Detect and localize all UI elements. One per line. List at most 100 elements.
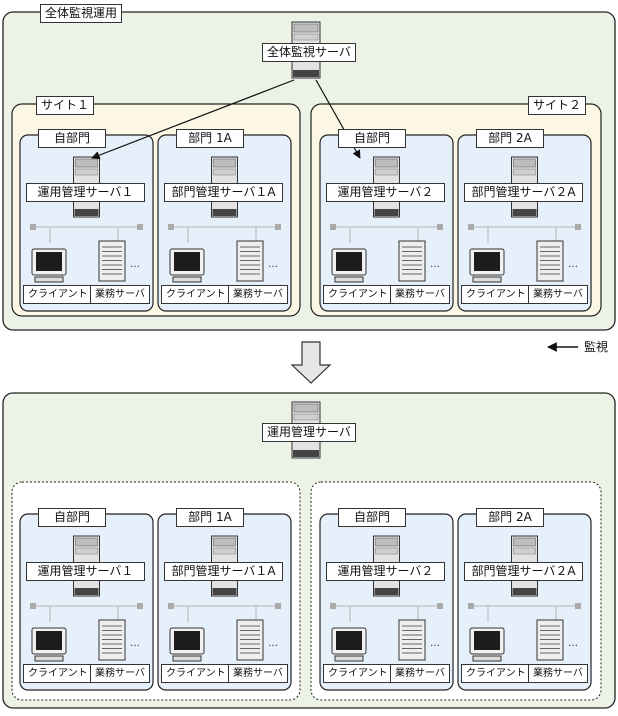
dept-label: 部門 2A: [476, 129, 544, 148]
desktop-computer-icon: [469, 248, 505, 283]
dept-label: 自部門: [38, 129, 106, 148]
dept-server-label: 部門管理サーバ１A: [164, 183, 283, 202]
client-label: クライアント: [461, 664, 531, 683]
legend-label: 監視: [584, 340, 609, 354]
network-node: [330, 603, 336, 609]
tower-bay: [75, 158, 98, 168]
more-ellipsis: …: [568, 259, 578, 270]
tower-bay: [213, 168, 236, 176]
dept-label: 部門 1A: [176, 508, 244, 527]
tower-bay: [213, 547, 236, 555]
monitor-screen: [336, 631, 362, 650]
dept-server-label: 運用管理サーバ２: [326, 183, 445, 202]
network-node: [30, 224, 36, 230]
dept-server-label: 部門管理サーバ２A: [464, 183, 583, 202]
dept-server-label: 運用管理サーバ２: [326, 562, 445, 581]
tower-bay: [213, 537, 236, 547]
tower-bay: [375, 537, 398, 547]
network-node: [168, 603, 174, 609]
tower-bay: [513, 547, 536, 555]
keyboard: [172, 655, 202, 662]
biz-server-label: 業務サーバ: [228, 285, 288, 304]
rack-server-icon: [536, 240, 564, 282]
tower-bay: [375, 158, 398, 168]
rack-server-icon: [98, 240, 126, 282]
dept-server-label: 部門管理サーバ１A: [164, 562, 283, 581]
network-node: [137, 603, 143, 609]
biz-server-label: 業務サーバ: [528, 285, 588, 304]
rack-server-icon: [398, 619, 426, 661]
site-label: サイト１: [36, 96, 95, 115]
monitor-screen: [336, 252, 362, 271]
rack-server-icon: [236, 619, 264, 661]
dept-label: 自部門: [338, 129, 406, 148]
monitor-screen: [174, 252, 200, 271]
network-node: [275, 603, 281, 609]
client-label: クライアント: [161, 285, 231, 304]
client-label: クライアント: [161, 664, 231, 683]
network-node: [468, 603, 474, 609]
more-ellipsis: …: [268, 259, 278, 270]
desktop-computer-icon: [469, 627, 505, 662]
tower-base: [212, 209, 237, 216]
network-node: [437, 224, 443, 230]
more-ellipsis: …: [130, 638, 140, 649]
bottom-server-label: 運用管理サーバ: [262, 423, 356, 442]
keyboard: [472, 655, 502, 662]
dept-label: 自部門: [38, 508, 106, 527]
dept-label: 部門 1A: [176, 129, 244, 148]
client-label: クライアント: [323, 285, 393, 304]
network-node: [575, 224, 581, 230]
desktop-computer-icon: [169, 627, 205, 662]
desktop-computer-icon: [169, 248, 205, 283]
biz-server-label: 業務サーバ: [528, 664, 588, 683]
biz-server-label: 業務サーバ: [90, 285, 150, 304]
dept-server-label: 運用管理サーバ１: [26, 183, 145, 202]
tower-base: [293, 450, 319, 457]
tower-bay: [293, 413, 319, 421]
dept-label: 自部門: [338, 508, 406, 527]
more-ellipsis: …: [130, 259, 140, 270]
network-node: [137, 224, 143, 230]
biz-server-label: 業務サーバ: [90, 664, 150, 683]
rack-server-icon: [98, 619, 126, 661]
client-label: クライアント: [23, 664, 93, 683]
tower-bay: [75, 547, 98, 555]
rack-server-icon: [536, 619, 564, 661]
tower-base: [512, 209, 537, 216]
central-server-label: 全体監視サーバ: [262, 43, 356, 62]
desktop-computer-icon: [331, 627, 367, 662]
monitor-screen: [174, 631, 200, 650]
top-group-label: 全体監視運用: [40, 4, 123, 23]
tower-bay: [293, 33, 319, 41]
tower-bay: [513, 158, 536, 168]
keyboard: [172, 276, 202, 283]
more-ellipsis: …: [568, 638, 578, 649]
desktop-computer-icon: [31, 627, 67, 662]
tower-bay: [213, 158, 236, 168]
tower-base: [512, 588, 537, 595]
dept-server-label: 部門管理サーバ２A: [464, 562, 583, 581]
rack-server-icon: [236, 240, 264, 282]
monitor-screen: [474, 252, 500, 271]
tower-bay: [513, 168, 536, 176]
network-node: [575, 603, 581, 609]
site-label: サイト２: [528, 96, 587, 115]
keyboard: [34, 655, 64, 662]
dept-label: 部門 2A: [476, 508, 544, 527]
desktop-computer-icon: [331, 248, 367, 283]
network-node: [168, 224, 174, 230]
keyboard: [472, 276, 502, 283]
tower-bay: [75, 168, 98, 176]
network-node: [275, 224, 281, 230]
more-ellipsis: …: [268, 638, 278, 649]
tower-bay: [293, 403, 319, 413]
tower-base: [74, 209, 99, 216]
client-label: クライアント: [461, 285, 531, 304]
monitor-arrow: [91, 79, 295, 160]
network-node: [30, 603, 36, 609]
monitor-screen: [474, 631, 500, 650]
tower-base: [74, 588, 99, 595]
client-label: クライアント: [23, 285, 93, 304]
client-label: クライアント: [323, 664, 393, 683]
